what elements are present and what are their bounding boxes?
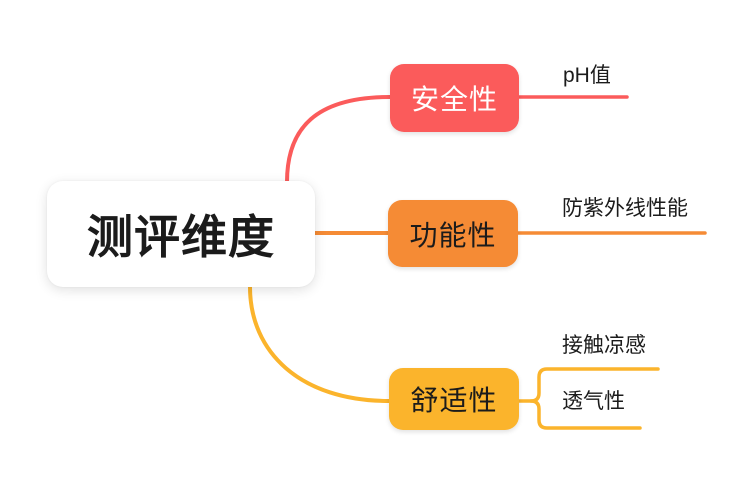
branch-line-comfort [248, 285, 391, 403]
branch-node-comfort[interactable]: 舒适性 [389, 368, 519, 430]
root-node-label: 测评维度 [87, 211, 275, 263]
branch-line-safety [285, 95, 392, 184]
child-line-breathability [529, 399, 642, 430]
branch-node-functionality-label: 功能性 [409, 219, 497, 251]
branch-node-functionality[interactable]: 功能性 [388, 200, 518, 267]
branch-node-safety-label: 安全性 [410, 84, 498, 115]
child-node-breathability[interactable]: 透气性 [562, 390, 625, 413]
root-node[interactable]: 测评维度 [47, 181, 315, 287]
branch-node-comfort-label: 舒适性 [410, 385, 498, 416]
child-node-contact-cooling[interactable]: 接触凉感 [562, 334, 646, 357]
child-node-uv-protection[interactable]: 防紫外线性能 [562, 197, 688, 220]
branch-node-safety[interactable]: 安全性 [390, 64, 519, 132]
child-node-ph-value[interactable]: pH值 [563, 64, 611, 87]
